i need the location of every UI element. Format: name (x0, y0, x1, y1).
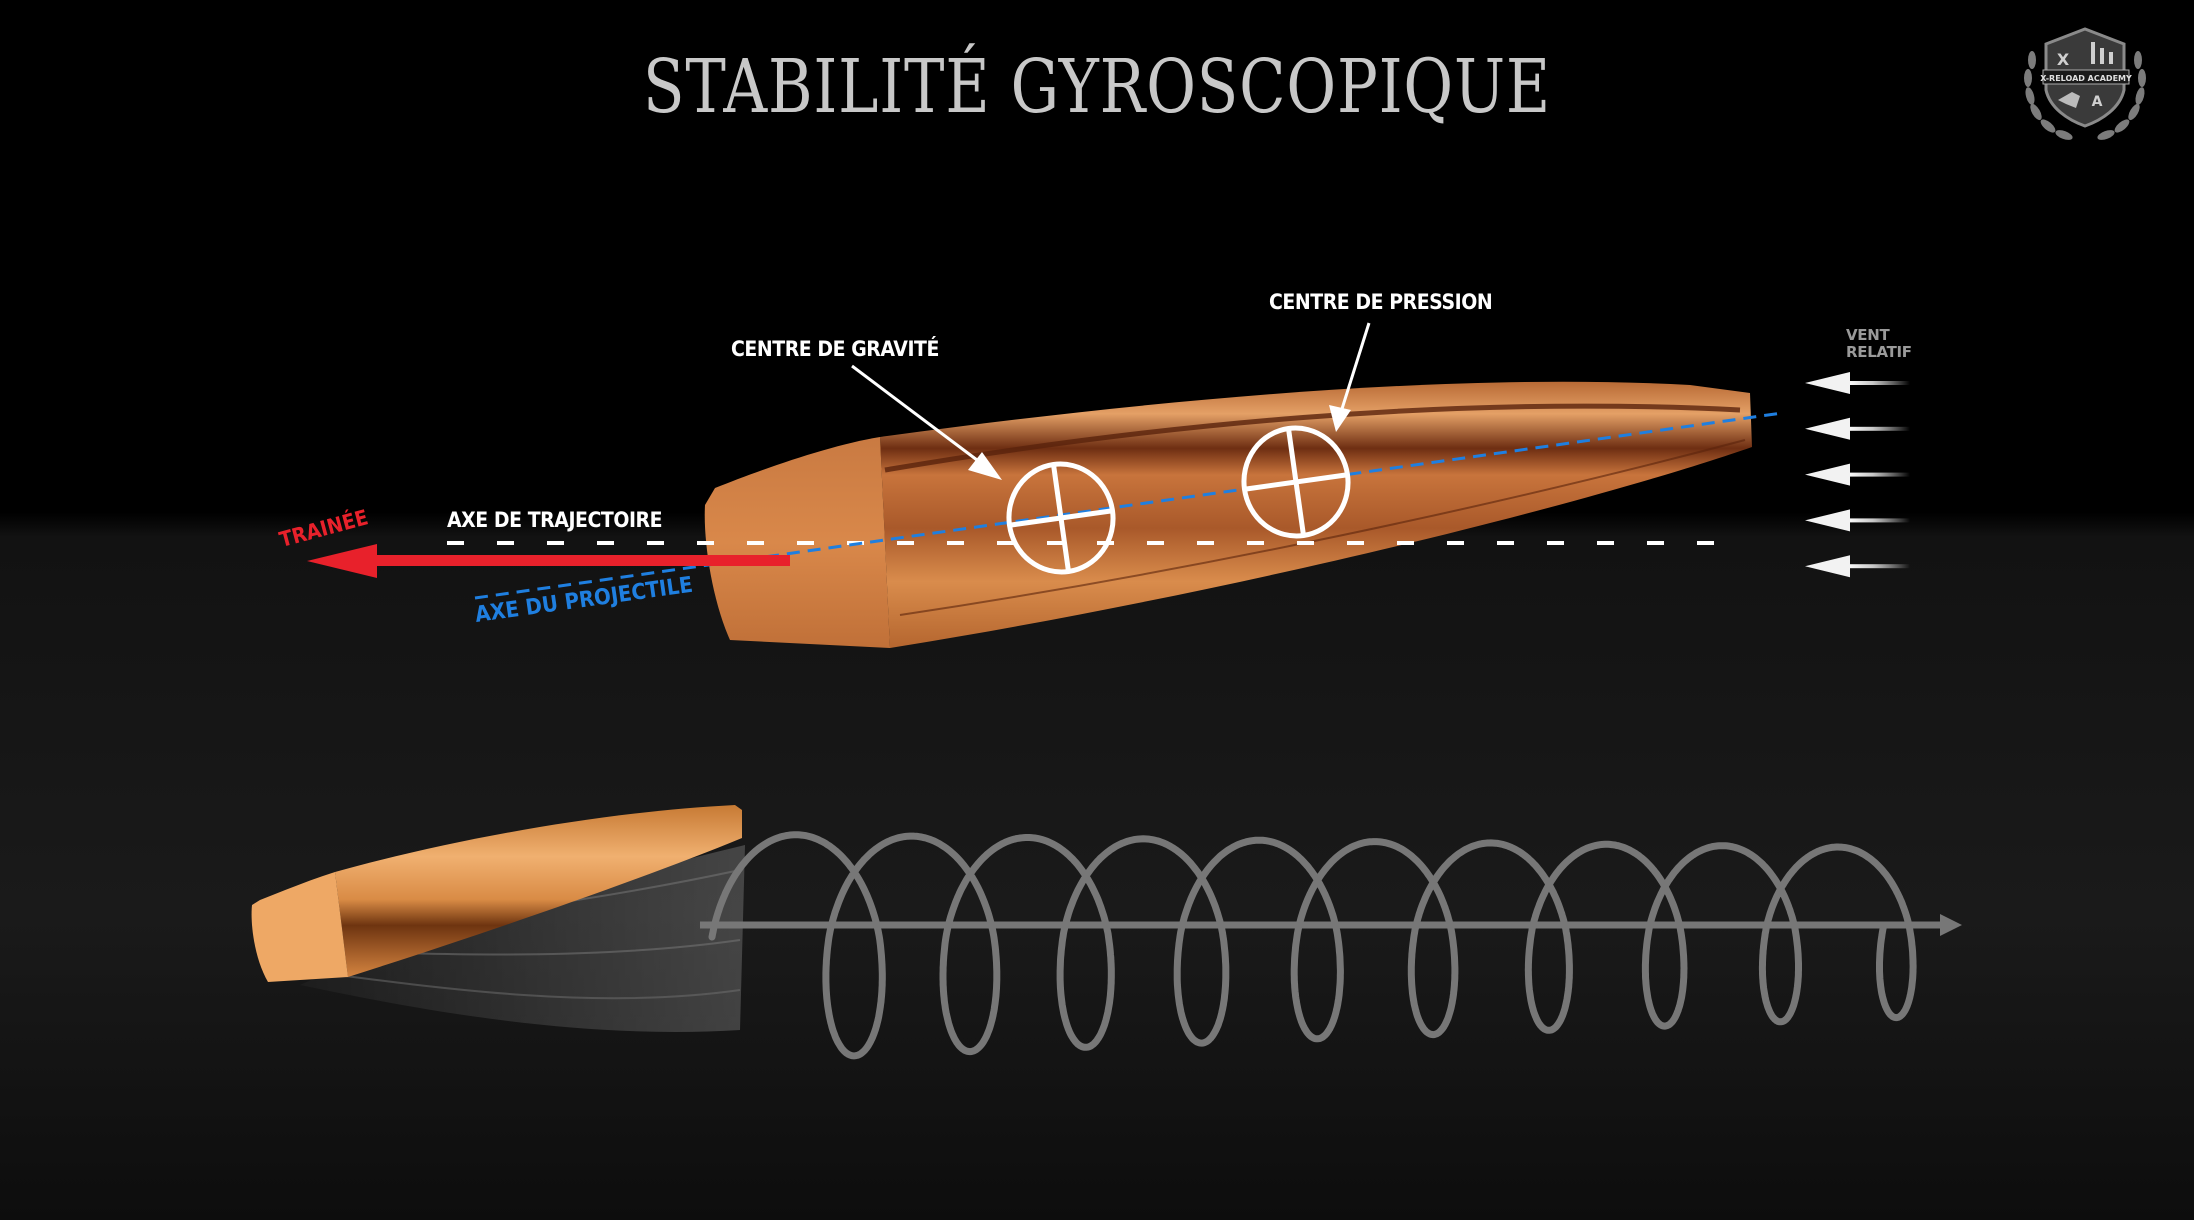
relative-wind-label: VENT RELATIF (1846, 327, 1912, 361)
large-bullet-body (880, 381, 1752, 648)
relative-wind-label-line1: VENT (1846, 326, 1890, 344)
wind-arrow-icon (1805, 372, 1910, 394)
bullet-groove-bottom (899, 439, 1746, 616)
center-of-gravity-marker (1006, 461, 1116, 575)
logo-x: X (2057, 50, 2070, 69)
center-of-pressure-marker (1241, 425, 1351, 539)
trajectory-axis-label: AXE DE TRAJECTOIRE (447, 508, 663, 532)
logo-banner (2042, 69, 2130, 85)
logo-banner-text: X-RELOAD ACADEMY (2040, 74, 2132, 83)
spin-spiral (708, 831, 1917, 1060)
relative-wind-arrows (1805, 372, 1910, 578)
center-of-gravity-label: CENTRE DE GRAVITÉ (731, 337, 939, 361)
shooter-icon (2058, 92, 2080, 108)
pressure-pointer-arrow (1329, 322, 1371, 432)
wind-arrow-icon (1805, 417, 1910, 440)
spiral-path (708, 831, 1917, 1060)
x-reload-academy-logo: X X-RELOAD ACADEMY A (2024, 27, 2146, 140)
small-bullet (251, 805, 742, 982)
page-title: STABILITÉ GYROSCOPIQUE (642, 44, 1552, 130)
drag-arrow (307, 544, 790, 578)
center-of-pressure-label: CENTRE DE PRESSION (1269, 290, 1493, 314)
laurel-icon (2024, 51, 2146, 140)
small-bullet-base (251, 872, 348, 982)
relative-wind-label-line2: RELATIF (1846, 343, 1912, 361)
wind-arrow-icon (1805, 463, 1910, 486)
wind-arrow-icon (1805, 555, 1910, 578)
projectile-axis-line (474, 411, 1783, 600)
cartridges-icon (2091, 42, 2113, 64)
small-bullet-body (335, 805, 742, 977)
wind-arrow-icon (1805, 509, 1910, 532)
bullet-groove-top (884, 403, 1741, 473)
spin-axis-arrow (700, 914, 1962, 936)
gravity-pointer-arrow (851, 364, 1002, 480)
logo-a: A (2092, 94, 2103, 110)
